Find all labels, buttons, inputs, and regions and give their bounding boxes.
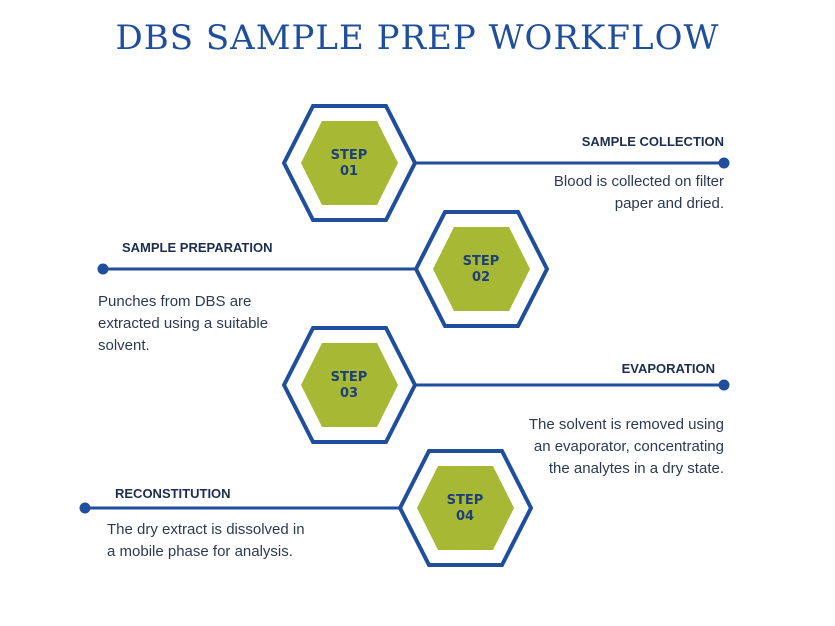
step-04-label: STEP 04 bbox=[425, 493, 505, 525]
step-01-label: STEP 01 bbox=[309, 148, 389, 180]
step-03-description-line: the analytes in a dry state. bbox=[548, 460, 724, 477]
step-01-endpoint bbox=[718, 157, 730, 169]
step-03-word: STEP bbox=[330, 370, 368, 385]
step-01-hexagon bbox=[281, 104, 418, 222]
step-02-label: STEP 02 bbox=[441, 254, 521, 286]
step-03-hexagon bbox=[281, 326, 418, 444]
step-01-word: STEP bbox=[330, 148, 368, 163]
step-02-description-line: solvent. bbox=[98, 337, 150, 354]
step-04-endpoint bbox=[79, 502, 91, 514]
step-03-endpoint bbox=[718, 379, 730, 391]
step-02-word: STEP bbox=[462, 254, 500, 269]
step-01-description: Blood is collected on filter paper and d… bbox=[484, 171, 724, 215]
step-02-heading: SAMPLE PREPARATION bbox=[122, 240, 273, 255]
step-04-hexagon bbox=[397, 449, 534, 567]
step-04-description: The dry extract is dissolved in a mobile… bbox=[107, 519, 367, 563]
step-02-endpoint bbox=[97, 263, 109, 275]
step-03-description: The solvent is removed using an evaporat… bbox=[464, 414, 724, 480]
step-03-description-line: an evaporator, concentrating bbox=[533, 438, 724, 455]
step-01-heading: SAMPLE COLLECTION bbox=[581, 134, 724, 149]
step-02-description-line: extracted using a suitable bbox=[98, 315, 269, 332]
step-02-number: 02 bbox=[471, 270, 491, 285]
step-02-description-line: Punches from DBS are bbox=[98, 293, 252, 310]
step-01-description-line: paper and dried. bbox=[614, 195, 724, 212]
step-04-description-line: The dry extract is dissolved in bbox=[107, 521, 305, 538]
step-02-description: Punches from DBS are extracted using a s… bbox=[98, 291, 338, 357]
step-04-heading: RECONSTITUTION bbox=[115, 486, 231, 501]
step-03-label: STEP 03 bbox=[309, 370, 389, 402]
step-02-hexagon bbox=[413, 210, 550, 328]
step-01-description-line: Blood is collected on filter bbox=[553, 173, 724, 190]
step-03-heading: EVAPORATION bbox=[621, 361, 715, 376]
diagram-title: DBS SAMPLE PREP WORKFLOW bbox=[115, 18, 720, 58]
step-04-description-line: a mobile phase for analysis. bbox=[107, 543, 293, 560]
step-03-description-line: The solvent is removed using bbox=[528, 416, 724, 433]
step-04-number: 04 bbox=[455, 509, 475, 524]
step-03-number: 03 bbox=[339, 386, 359, 401]
step-04-word: STEP bbox=[446, 493, 484, 508]
step-01-number: 01 bbox=[339, 164, 359, 179]
